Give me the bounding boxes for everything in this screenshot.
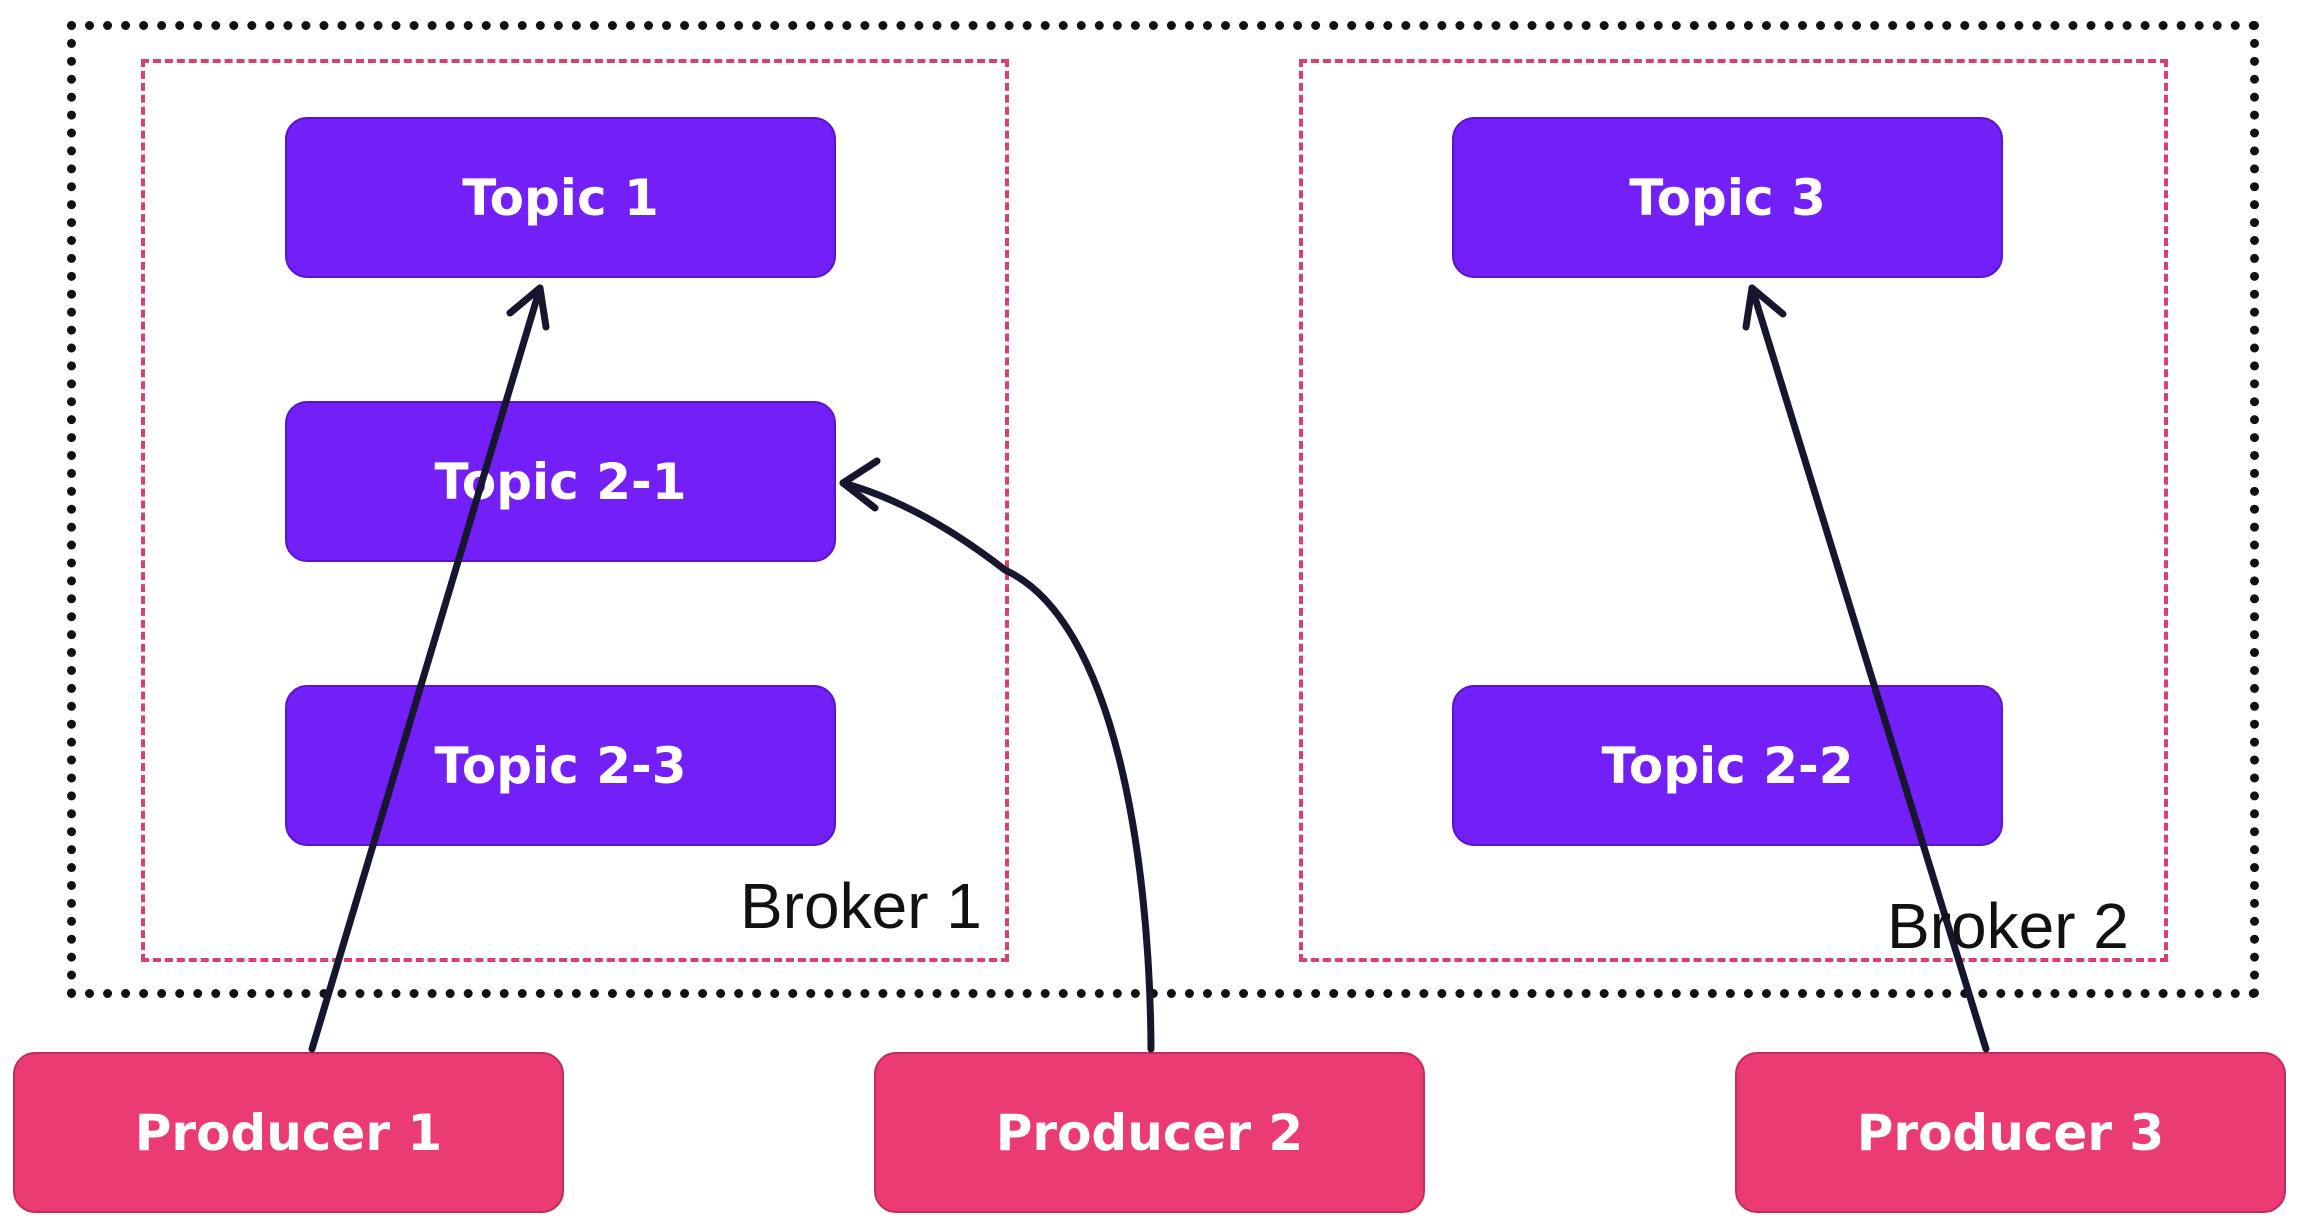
broker-1-label: Broker 1 [740,870,982,942]
producer-3-node: Producer 3 [1735,1052,2286,1213]
topic-3-label: Topic 3 [1629,168,1826,227]
producer-1-label: Producer 1 [134,1103,443,1162]
producer-3-label: Producer 3 [1856,1103,2165,1162]
producer-2-node: Producer 2 [874,1052,1425,1213]
producer-1-node: Producer 1 [13,1052,564,1213]
topic-2-2-node: Topic 2-2 [1452,685,2003,846]
producer-2-label: Producer 2 [995,1103,1304,1162]
topic-1-node: Topic 1 [285,117,836,278]
topic-2-2-label: Topic 2-2 [1601,736,1854,795]
broker-2-boundary [1299,59,2168,962]
topic-1-label: Topic 1 [462,168,659,227]
topic-2-1-node: Topic 2-1 [285,401,836,562]
topic-3-node: Topic 3 [1452,117,2003,278]
topic-2-1-label: Topic 2-1 [434,452,687,511]
topic-2-3-label: Topic 2-3 [434,736,687,795]
topic-2-3-node: Topic 2-3 [285,685,836,846]
broker-2-label: Broker 2 [1887,890,2129,962]
cluster-boundary [67,21,2259,998]
